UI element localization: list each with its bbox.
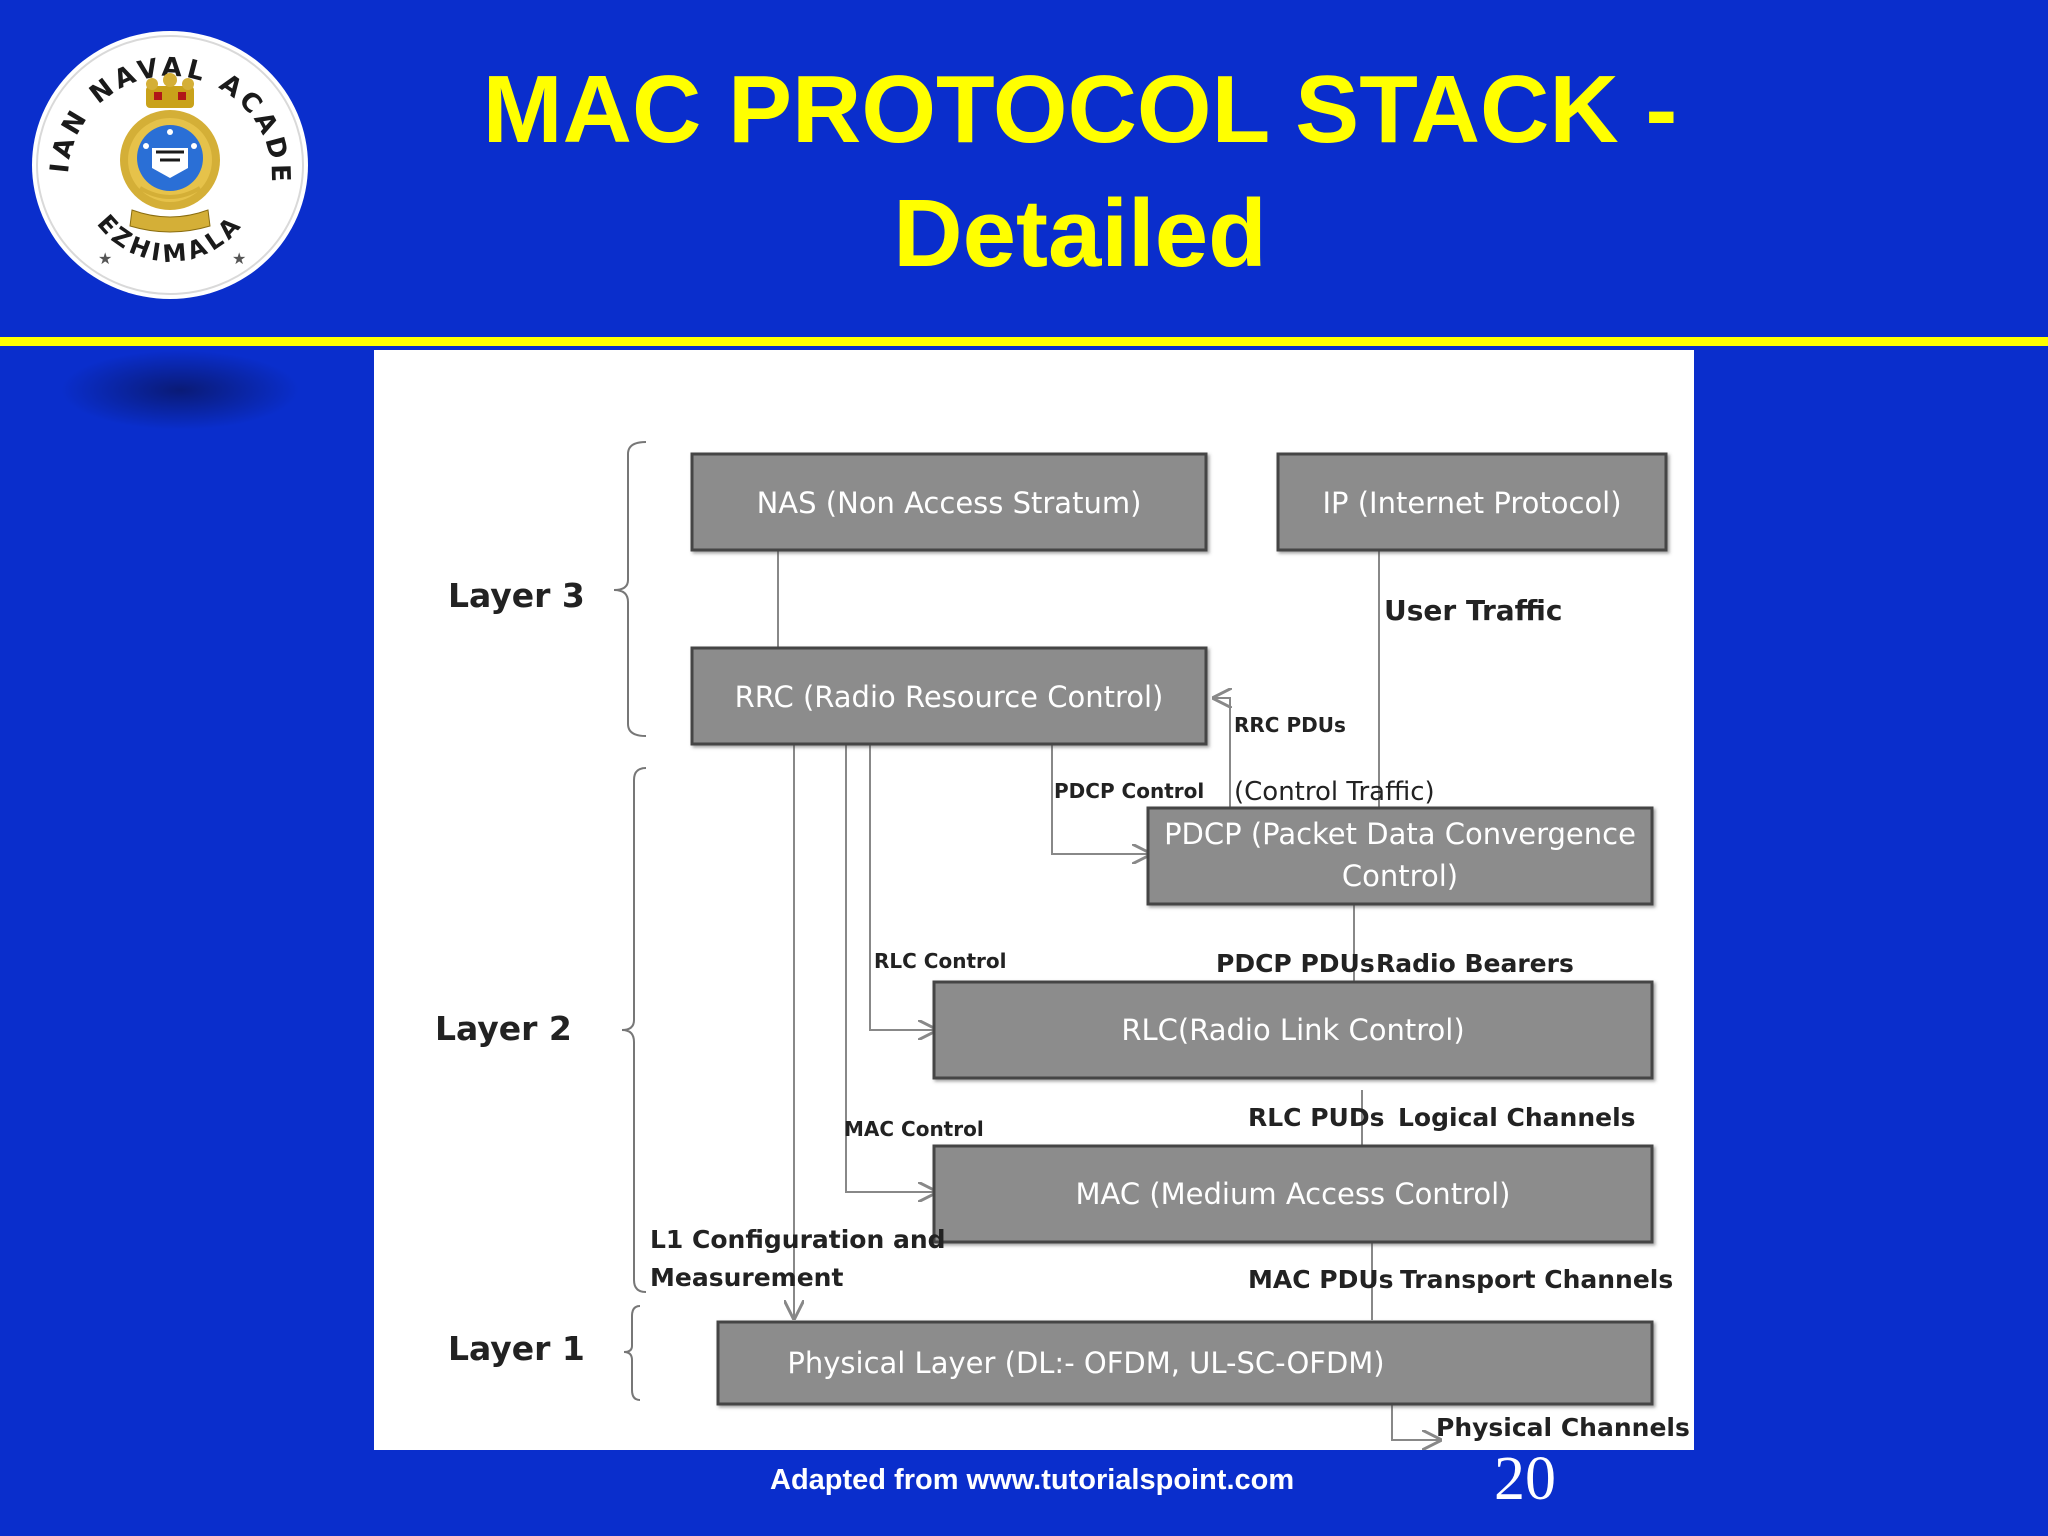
star-icon: ★ [98,249,112,268]
layer3-brace [613,441,647,737]
rrc-pdus-arrow [1214,698,1230,810]
pdcp-control-arrow [1051,744,1150,854]
rlc-box [932,980,1654,1080]
pdcp-control-label: PDCP Control [1054,779,1204,803]
pdcp-box [1146,806,1654,906]
rrc-label: RRC (Radio Resource Control) [735,680,1164,714]
mac-box [932,1144,1654,1244]
layer2-brace [621,767,647,1293]
l1-config-label-line1: L1 Configuration and [650,1225,946,1254]
rrc-box [690,646,1208,746]
mac-control-label: MAC Control [844,1117,984,1141]
l1-config-label-line2: Measurement [650,1263,843,1292]
rlc-control-label: RLC Control [874,949,1006,973]
mac-label: MAC (Medium Access Control) [1076,1177,1511,1211]
logical-channels-label: Logical Channels [1398,1103,1636,1132]
physical-layer-box [716,1320,1654,1406]
ip-box [1276,452,1668,552]
rrc-pdus-label: RRC PDUs [1234,713,1346,737]
page-number: 20 [1494,1445,1556,1513]
title-line-2: Detailed [893,180,1267,287]
crown-icon [146,73,194,108]
logo-shadow [60,350,300,430]
layer1-brace [623,1305,641,1401]
physical-layer-label: Physical Layer (DL:- OFDM, UL-SC-OFDM) [787,1346,1384,1380]
rlc-label: RLC(Radio Link Control) [1121,1013,1464,1047]
layer3-label: Layer 3 [448,576,585,615]
pdcp-pdus-label: PDCP PDUs [1216,949,1375,978]
physical-channels-arrow [1391,1400,1440,1440]
nas-label: NAS (Non Access Stratum) [757,486,1142,520]
mac-pdus-label: MAC PDUs [1248,1265,1394,1294]
control-traffic-label: (Control Traffic) [1234,777,1435,807]
rlc-control-arrow [869,744,936,1030]
ribbon-icon [129,209,211,233]
rlc-puds-label: RLC PUDs [1248,1103,1385,1132]
physical-channels-label: Physical Channels [1436,1413,1690,1442]
protocol-stack-diagram: Layer 3 Layer 2 Layer 1 [374,350,1694,1450]
transport-channels-label: Transport Channels [1400,1265,1673,1294]
mac-control-arrow [845,744,936,1192]
pdcp-label-line1: PDCP (Packet Data Convergence [1164,817,1636,851]
crest-icon [120,110,220,210]
slide-title: MAC PROTOCOL STACK - Detailed [330,48,1830,296]
pdcp-label-line2: Control) [1342,859,1458,893]
nas-box [690,452,1208,552]
title-line-1: MAC PROTOCOL STACK - [482,56,1678,163]
source-footer: Adapted from www.tutorialspoint.com [770,1464,1295,1496]
naval-academy-logo: INDIAN NAVAL ACADEMY EZHIMALA ★ ★ [28,28,308,299]
radio-bearers-label: Radio Bearers [1376,949,1574,978]
layer2-label: Layer 2 [435,1009,572,1048]
title-divider [0,337,2048,346]
layer1-label: Layer 1 [448,1329,585,1368]
user-traffic-label: User Traffic [1384,594,1563,627]
star-icon: ★ [232,249,246,268]
ip-label: IP (Internet Protocol) [1322,486,1621,520]
